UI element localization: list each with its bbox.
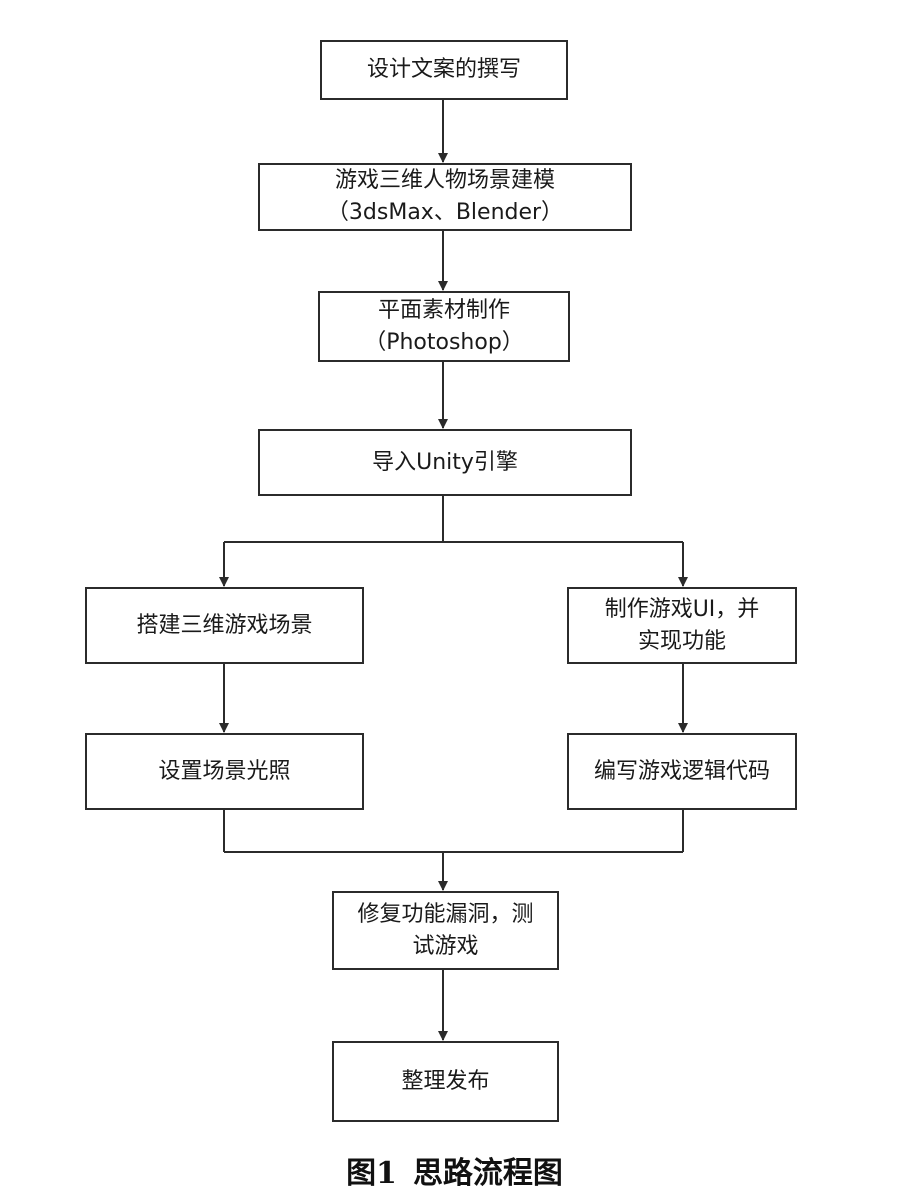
node-label-line: 试游戏 [412,933,479,959]
node-label-line: （Photoshop） [364,329,524,355]
node-import-unity: 导入Unity引擎 [258,429,632,496]
node-make-ui: 制作游戏UI，并实现功能 [567,587,797,664]
node-label-line: 整理发布 [401,1068,490,1094]
node-logic-code: 编写游戏逻辑代码 [567,733,797,810]
figure-caption: 图1 思路流程图 [0,1148,909,1192]
node-fix-test: 修复功能漏洞，测试游戏 [332,891,559,970]
node-label-line: 平面素材制作 [377,297,510,323]
node-copywriting: 设计文案的撰写 [320,40,568,100]
node-release: 整理发布 [332,1041,559,1122]
node-label-line: 编写游戏逻辑代码 [593,758,770,784]
node-build-scene: 搭建三维游戏场景 [85,587,364,664]
node-label-line: 实现功能 [637,628,726,654]
figure-title: 思路流程图 [412,1156,563,1191]
node-label-line: 修复功能漏洞，测 [357,901,534,927]
node-graphics: 平面素材制作 （Photoshop） [318,291,570,362]
node-lighting: 设置场景光照 [85,733,364,810]
node-label-line: 设计文案的撰写 [366,57,521,83]
figure-number: 图1 [346,1156,397,1191]
node-label-line: 导入Unity引擎 [372,449,518,475]
node-modeling: 游戏三维人物场景建模 （3dsMax、Blender） [258,163,632,231]
node-label-line: 搭建三维游戏场景 [136,612,313,638]
node-label-line: （3dsMax、Blender） [326,200,564,225]
node-label-line: 制作游戏UI，并 [604,596,760,622]
node-label-line: 设置场景光照 [158,758,291,784]
node-label-line: 游戏三维人物场景建模 [334,168,555,194]
